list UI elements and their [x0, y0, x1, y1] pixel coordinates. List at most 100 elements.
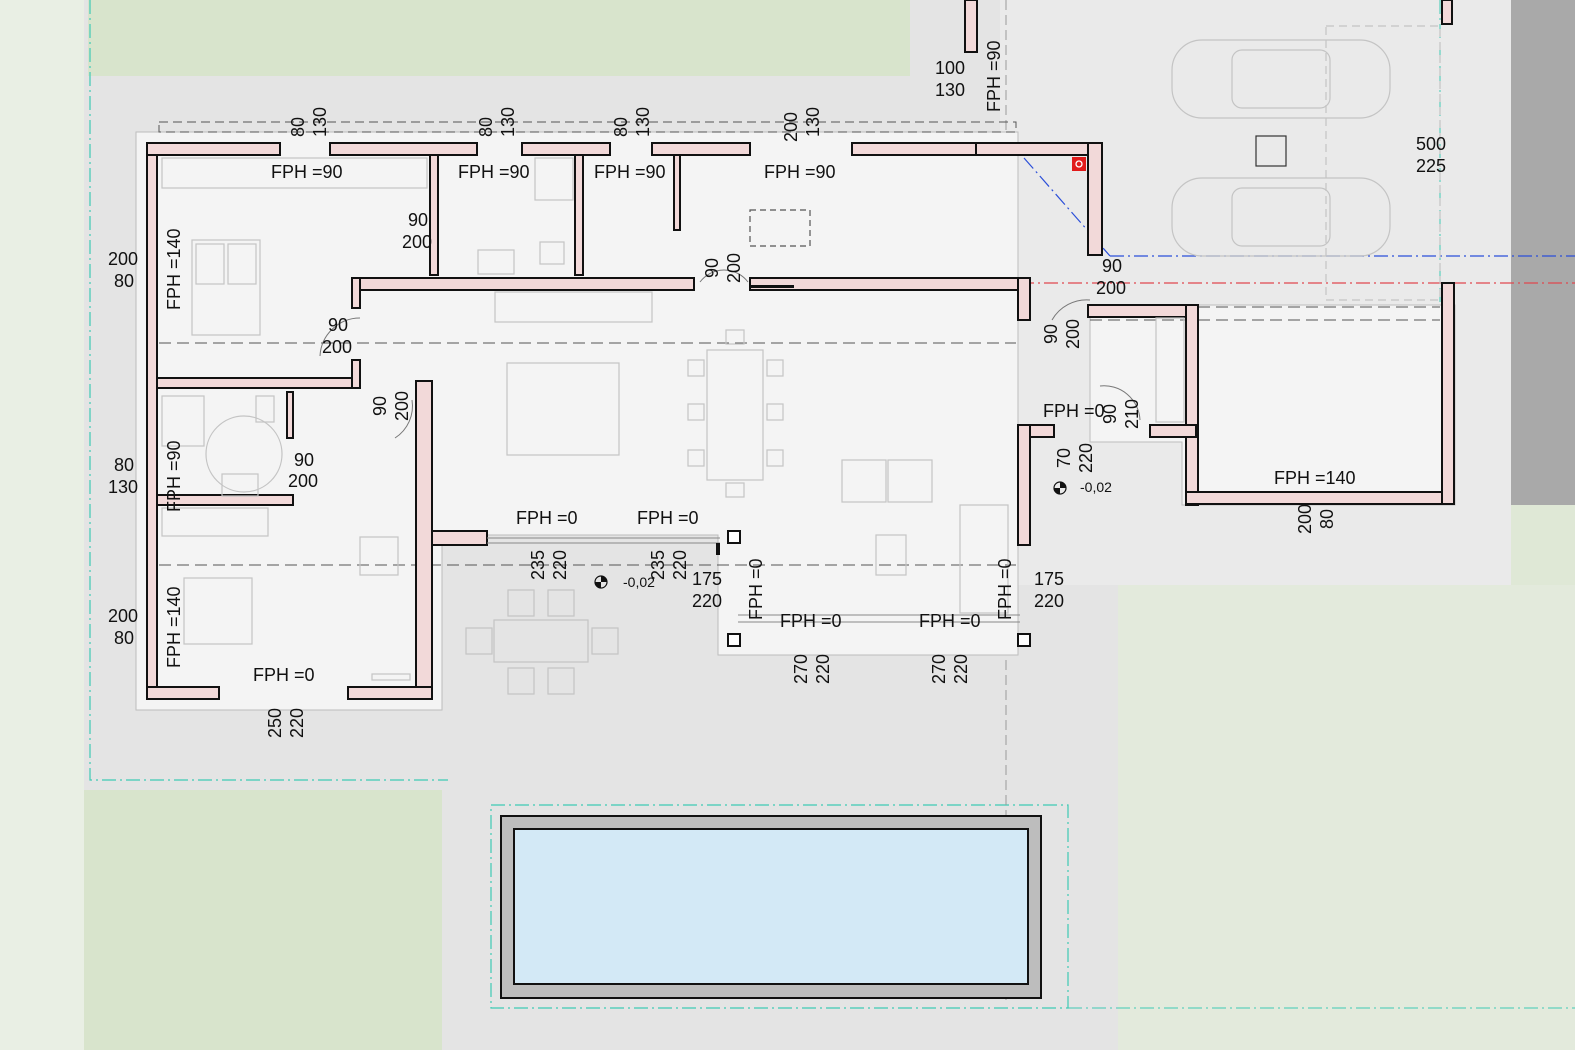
fph-label: FPH =140: [1274, 468, 1356, 488]
car-windshield: [1231, 49, 1331, 109]
sliding-door-leaf: [716, 543, 720, 555]
shower: [534, 157, 574, 201]
fph-label: FPH =140: [164, 228, 184, 310]
wall: [156, 494, 294, 506]
chair: [687, 449, 705, 467]
opening-height: 220: [670, 550, 690, 580]
fph-label: FPH =140: [164, 586, 184, 668]
chair: [725, 482, 745, 498]
armchair: [887, 459, 933, 503]
level-markers: [594, 481, 1067, 589]
sink: [221, 473, 259, 497]
wall: [651, 142, 751, 156]
pool-water: [513, 828, 1029, 985]
opening-width: 250: [265, 708, 285, 738]
opening-height: 210: [1122, 399, 1142, 429]
carport-frame: [1325, 25, 1441, 301]
opening-height: 220: [287, 708, 307, 738]
fph-label: FPH =0: [995, 558, 1015, 620]
wall: [1441, 282, 1455, 505]
shower: [161, 395, 205, 447]
kitchen-counter: [494, 291, 653, 323]
opening-width: 200: [781, 112, 801, 142]
wall: [351, 277, 361, 309]
terrace-table: [493, 619, 589, 663]
opening-width: 500: [1416, 134, 1446, 154]
opening-width: 80: [476, 117, 496, 137]
opening-width: 90: [1041, 324, 1061, 344]
chair: [766, 403, 784, 421]
wall: [146, 142, 158, 700]
opening-height: 200: [724, 253, 744, 283]
door-swing: [394, 399, 413, 439]
wall: [1087, 142, 1103, 256]
chair: [725, 329, 745, 345]
lawn-right: [1511, 505, 1575, 585]
opening-height: 220: [951, 654, 971, 684]
opening-width: 90: [294, 450, 314, 470]
terrace-chair: [547, 667, 575, 695]
chair: [687, 403, 705, 421]
opening-height: 225: [1416, 156, 1446, 176]
fire-extinguisher-mark: [1075, 160, 1083, 168]
fph-label: FPH =0: [253, 665, 315, 685]
wall: [749, 277, 1031, 291]
double-bed: [183, 577, 253, 645]
wall: [673, 154, 681, 231]
carport-pillar: [1255, 135, 1287, 167]
opening-width: 270: [791, 654, 811, 684]
level-marker-icon: [595, 576, 607, 588]
opening-height: 80: [114, 628, 134, 648]
fph-label: FPH =0: [746, 558, 766, 620]
fph-label: FPH =0: [1043, 401, 1105, 421]
neighbor-wall: [1511, 0, 1575, 505]
opening-width: 90: [408, 210, 428, 230]
opening-dimensions: 80 130 80 130 80 130 200 130 100 130 500…: [108, 58, 1446, 738]
opening-height: 130: [633, 107, 653, 137]
car-windshield: [1231, 187, 1331, 247]
fph-labels: FPH =90 FPH =90 FPH =90 FPH =90 FPH =140…: [164, 40, 1356, 685]
opening-height: 80: [1317, 509, 1337, 529]
garage-cabinet: [1155, 317, 1185, 423]
ventilation-grille: [750, 285, 794, 288]
door-swing: [1051, 299, 1091, 321]
wall: [1087, 304, 1197, 318]
pillow: [227, 243, 257, 285]
car-outline: [1171, 177, 1391, 257]
terrace-chair: [507, 667, 535, 695]
toilet: [255, 395, 275, 423]
kitchen-island: [506, 362, 620, 456]
door-swing: [699, 269, 749, 283]
opening-height: 200: [392, 391, 412, 421]
opening-width: 270: [929, 654, 949, 684]
terrace-chair: [547, 589, 575, 617]
opening-width: 175: [692, 569, 722, 589]
wall: [964, 0, 978, 53]
opening-width: 200: [108, 249, 138, 269]
plot-boundary-line: [89, 0, 448, 781]
opening-height: 130: [935, 80, 965, 100]
opening-height: 220: [813, 654, 833, 684]
opening-height: 200: [1096, 278, 1126, 298]
chair: [687, 359, 705, 377]
wall: [347, 686, 433, 700]
wall: [431, 530, 488, 546]
column: [727, 633, 741, 647]
lawn-bottom-right: [1118, 585, 1575, 1050]
door-swings: [319, 269, 1141, 439]
opening-width: 90: [702, 258, 722, 278]
opening-width: 70: [1054, 448, 1074, 468]
wall: [1441, 0, 1453, 25]
fph-label: FPH =0: [919, 611, 981, 631]
fph-label: FPH =0: [516, 508, 578, 528]
terrace-chair: [507, 589, 535, 617]
wall: [286, 391, 294, 439]
wall: [351, 359, 361, 389]
opening-width: 200: [108, 606, 138, 626]
opening-height: 130: [310, 107, 330, 137]
radiator: [371, 673, 411, 681]
wardrobe: [161, 507, 269, 537]
level-label: -0,02: [1080, 479, 1112, 495]
opening-width: 235: [528, 550, 548, 580]
